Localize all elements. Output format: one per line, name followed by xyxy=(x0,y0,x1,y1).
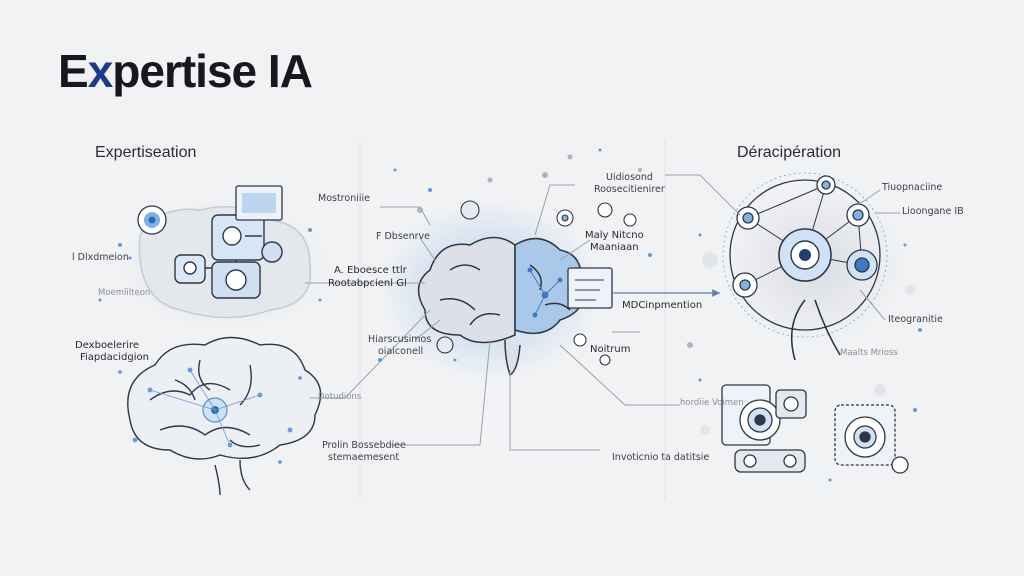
right-network xyxy=(722,172,888,361)
right-connectors xyxy=(665,174,900,321)
label-center-bottom-3: Dotudions xyxy=(318,392,362,402)
label-center-top-1: Uidiosond xyxy=(606,172,653,183)
heading-left: Expertiseation xyxy=(95,144,197,161)
label-center-bottom-4: Prolin Bossebdiee xyxy=(322,440,406,451)
label-left-side-2: Moemlilteon xyxy=(98,288,151,298)
label-left-lower-1: Dexboelerire xyxy=(75,340,140,351)
label-right-2: Lioongane IB xyxy=(902,206,964,217)
scatter-dots-grey xyxy=(417,154,915,435)
label-right-4: hordiie Voimen xyxy=(680,398,744,408)
label-left-top-box: Mostroniiie xyxy=(318,193,370,204)
label-left-side: l Dlxdmeion xyxy=(72,252,129,263)
label-center-arrow: MDCinpmention xyxy=(622,300,703,311)
label-right-1: Tiuopnaciine xyxy=(882,182,943,193)
label-center-fobserve: F Dbsenrve xyxy=(376,231,431,242)
left-brain xyxy=(127,336,322,496)
label-center-bottom-2: oiaiconell xyxy=(378,346,424,357)
label-center-low-right: Invoticnio ta datitsie xyxy=(612,452,710,463)
left-target-icon xyxy=(137,205,167,235)
heading-right: Déracipération xyxy=(737,144,842,161)
label-right-5: Maalts Mrioss xyxy=(840,348,898,358)
scatter-dots xyxy=(98,148,922,482)
center-small-icons xyxy=(436,200,637,366)
right-devices xyxy=(721,384,909,474)
label-center-top-2: Roosecitienirer xyxy=(594,184,665,195)
label-center-mid-1: Maly Nitcno xyxy=(585,230,644,241)
label-left-lower-2: Fiapdacidgion xyxy=(80,352,149,363)
center-brain-network xyxy=(527,267,563,318)
label-center-a-left-1: A. Eboesce ttlr xyxy=(334,265,407,276)
label-center-mid-2: Maaniaan xyxy=(590,242,639,253)
left-top-monitor xyxy=(235,185,283,221)
label-center-bottom-5: stemaemesent xyxy=(328,452,400,463)
label-center-a-left-2: Rootabpcienl Gl xyxy=(328,278,407,289)
center-monitor xyxy=(567,267,613,309)
label-right-3: Iteogranitie xyxy=(888,314,943,325)
left-top-cluster xyxy=(138,205,312,319)
label-center-low-box: Noitrum xyxy=(590,344,631,355)
center-brain xyxy=(417,236,584,377)
page-title: Expertise IA xyxy=(58,45,313,97)
label-center-bottom-1: Hiarscusimos xyxy=(368,334,432,345)
left-brain-network xyxy=(118,367,302,464)
